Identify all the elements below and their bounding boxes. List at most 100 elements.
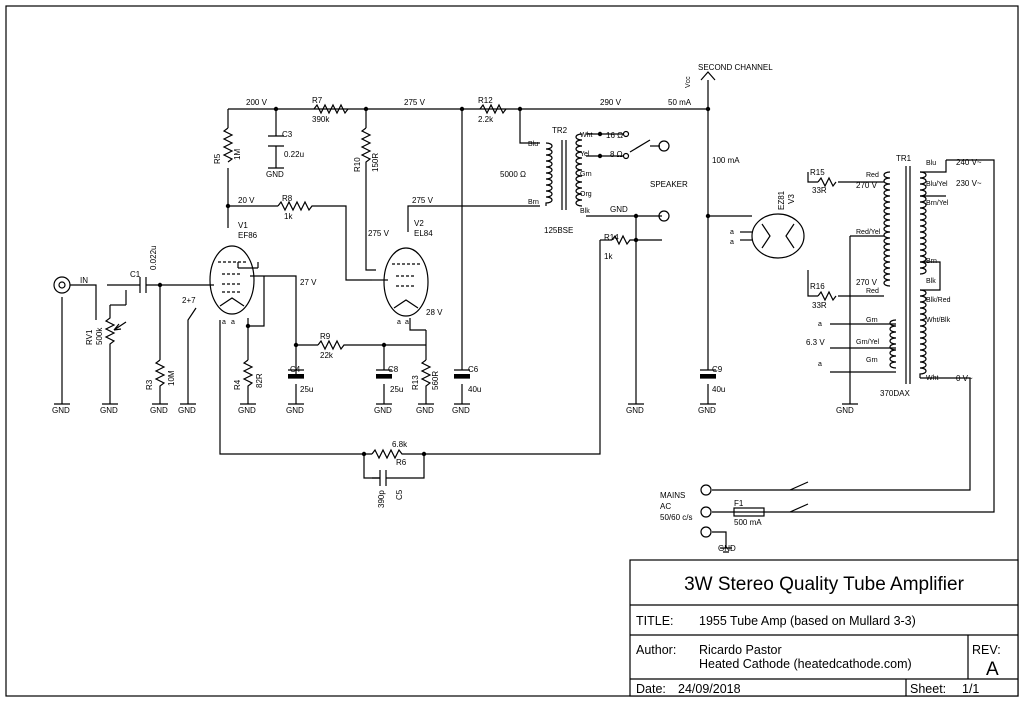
ref-r5: R5 <box>213 153 222 164</box>
current-label: 100 mA <box>712 156 740 165</box>
ref-c4: C4 <box>290 365 301 374</box>
ref-r15: R15 <box>810 168 825 177</box>
wire-label: Wht <box>580 132 593 139</box>
gnd-label: GND <box>150 406 168 415</box>
ref-r8: R8 <box>282 194 293 203</box>
heater-label: a <box>730 239 734 246</box>
gnd-label: GND <box>416 406 434 415</box>
mains-label-1: MAINS <box>660 491 685 500</box>
current-label: 50 mA <box>668 98 692 107</box>
value-r9: 22k <box>320 351 334 360</box>
ref-c1: C1 <box>130 270 141 279</box>
rev-value: A <box>986 659 999 680</box>
ref-v1: V1 <box>238 221 248 230</box>
heater-label: a <box>730 229 734 236</box>
value-r14: 1k <box>604 252 613 261</box>
heater-label: a <box>818 321 822 328</box>
main-title: 3W Stereo Quality Tube Amplifier <box>684 574 965 595</box>
wire-label: Blk/Red <box>926 297 951 304</box>
title-block: 3W Stereo Quality Tube Amplifier TITLE: … <box>629 559 1019 697</box>
value-v3: EZ81 <box>777 190 786 210</box>
input-label: IN <box>80 276 88 285</box>
wire-label: Blu <box>528 141 538 148</box>
mains-label-3: 50/60 c/s <box>660 513 692 522</box>
net-labels: IN SECOND CHANNEL Vcc SPEAKER GND MAINS … <box>80 63 982 522</box>
sheet-label: Sheet: <box>910 682 946 696</box>
gnd-label: GND <box>100 406 118 415</box>
ref-c6: C6 <box>468 365 479 374</box>
voltage-label: 200 V <box>246 98 268 107</box>
wire-color-labels: Blu Brn Wht Yel Grn Org Blk Blu Blu/Yel … <box>528 132 951 382</box>
value-c9: 40u <box>712 385 725 394</box>
ground-symbols <box>54 167 858 405</box>
ref-rv1: RV1 <box>85 329 94 345</box>
wire-label: Grn <box>866 357 878 364</box>
heater-label: a <box>222 319 226 326</box>
resistors <box>104 103 837 460</box>
value-r4: 82R <box>255 373 264 388</box>
voltage-label: 270 V <box>856 181 878 190</box>
rev-label: REV: <box>972 643 1001 657</box>
wire-label: Brn <box>528 199 539 206</box>
value-c6: 40u <box>468 385 481 394</box>
wire-label: Brn <box>926 258 937 265</box>
ref-r10: R10 <box>353 157 362 172</box>
voltage-label: 290 V <box>600 98 622 107</box>
voltage-label: 230 V~ <box>956 179 982 188</box>
ref-r6: R6 <box>396 458 407 467</box>
transformers <box>545 133 927 384</box>
voltage-label: 275 V <box>368 229 390 238</box>
ref-c9: C9 <box>712 365 723 374</box>
ref-c5: C5 <box>395 489 404 500</box>
wire-label: Blu <box>926 160 936 167</box>
sheet-frame <box>5 5 1019 697</box>
value-c3: 0.22u <box>284 150 304 159</box>
wire-label: Blk <box>580 208 590 215</box>
voltage-label: 0 V~ <box>956 374 973 383</box>
wire-label: Wht <box>926 375 939 382</box>
connectors <box>53 130 765 553</box>
value-c1: 0.022u <box>149 246 158 270</box>
voltage-label: 6.3 V <box>806 338 825 347</box>
value-tr1: 370DAX <box>880 389 910 398</box>
wire-label: Blu/Yel <box>926 181 948 188</box>
gnd-label: GND <box>698 406 716 415</box>
wire-label: Red/Yel <box>856 229 881 236</box>
ref-r9: R9 <box>320 332 331 341</box>
voltage-label: 28 V <box>426 308 443 317</box>
value-r8: 1k <box>284 212 293 221</box>
second-channel-label: SECOND CHANNEL <box>698 63 773 72</box>
component-labels: C1 0.022u RV1 500k R3 10M V1 EF86 R4 82R… <box>85 96 912 527</box>
voltage-label: 27 V <box>300 278 317 287</box>
wire-label: Grn <box>866 317 878 324</box>
gnd-label: GND <box>836 406 854 415</box>
gnd-label: GND <box>52 406 70 415</box>
pin-label: 2+7 <box>182 296 196 305</box>
ref-tr2: TR2 <box>552 126 568 135</box>
title-value: 1955 Tube Amp (based on Mullard 3-3) <box>699 614 916 628</box>
ref-v2: V2 <box>414 219 424 228</box>
wire-label: Grn <box>580 171 592 178</box>
ref-tr1: TR1 <box>896 154 912 163</box>
wires <box>61 71 995 548</box>
value-v1: EF86 <box>238 231 258 240</box>
value-r3: 10M <box>167 370 176 386</box>
wire-label: Red <box>866 172 879 179</box>
gnd-label: GND <box>626 406 644 415</box>
tap-label: 8 Ω <box>610 150 623 159</box>
gnd-label: GND <box>178 406 196 415</box>
heater-label: a <box>397 319 401 326</box>
impedance-label: 5000 Ω <box>500 170 526 179</box>
ref-r16: R16 <box>810 282 825 291</box>
ref-r3: R3 <box>145 379 154 390</box>
wire-label: Wht/Blk <box>926 317 951 324</box>
gnd-label: GND <box>718 544 736 553</box>
value-f1: 500 mA <box>734 518 762 527</box>
sheet-value: 1/1 <box>962 682 979 696</box>
heater-label: a <box>818 361 822 368</box>
wire-label: Blk <box>926 278 936 285</box>
voltage-label: 20 V <box>238 196 255 205</box>
ref-r12: R12 <box>478 96 493 105</box>
junctions <box>157 106 711 457</box>
mains-label-2: AC <box>660 502 671 511</box>
